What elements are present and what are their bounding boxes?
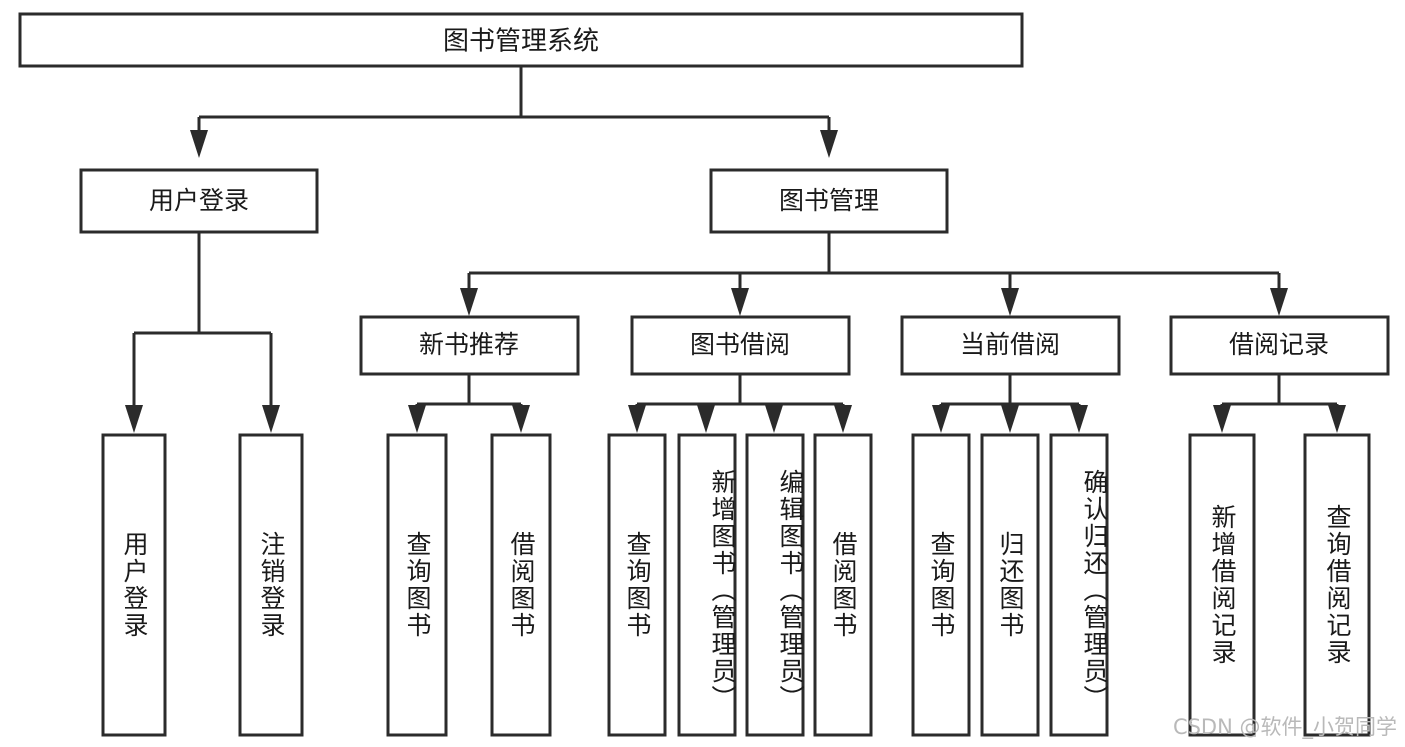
leaf-box-query-book-1[interactable] xyxy=(386,433,448,737)
node-current-borrow-label: 当前借阅 xyxy=(960,330,1060,359)
arrow-borrow-to-leaf1 xyxy=(628,405,646,433)
arrow-record-to-leaf2 xyxy=(1328,405,1346,433)
arrow-books-to-current xyxy=(1001,288,1019,316)
node-user-login-label: 用户登录 xyxy=(149,186,249,215)
arrow-root-to-books xyxy=(820,130,838,158)
arrow-newbook-to-leaf1 xyxy=(408,405,426,433)
arrow-record-to-leaf1 xyxy=(1213,405,1231,433)
arrow-borrow-to-leaf2 xyxy=(697,405,715,433)
leaf-box-borrow-book-1[interactable] xyxy=(490,433,552,737)
node-book-borrow-label: 图书借阅 xyxy=(690,330,790,359)
leaf-box-add-borrow-record[interactable] xyxy=(1188,433,1256,737)
leaf-box-add-book-admin[interactable] xyxy=(677,433,737,737)
arrow-root-to-user xyxy=(190,130,208,158)
arrow-borrow-to-leaf3 xyxy=(765,405,783,433)
arrow-books-to-record xyxy=(1270,288,1288,316)
node-book-management-label: 图书管理 xyxy=(779,186,879,215)
leaf-box-edit-book-admin[interactable] xyxy=(745,433,805,737)
arrow-current-to-leaf2 xyxy=(1001,405,1019,433)
node-new-book-recommend[interactable] xyxy=(359,315,580,376)
node-book-borrow[interactable] xyxy=(630,315,851,376)
node-borrow-record[interactable] xyxy=(1169,315,1390,376)
arrow-user-to-leaf1 xyxy=(125,405,143,433)
leaf-box-query-borrow-record[interactable] xyxy=(1303,433,1371,737)
node-book-management[interactable] xyxy=(709,168,949,234)
arrow-newbook-to-leaf2 xyxy=(512,405,530,433)
node-root-system-label: 图书管理系统 xyxy=(443,27,599,57)
leaf-box-borrow-book-2[interactable] xyxy=(813,433,873,737)
leaf-box-logout[interactable] xyxy=(238,433,304,737)
node-new-book-recommend-label: 新书推荐 xyxy=(419,330,519,359)
arrow-books-to-borrow xyxy=(731,288,749,316)
node-current-borrow[interactable] xyxy=(900,315,1121,376)
arrow-user-to-leaf2 xyxy=(262,405,280,433)
arrow-borrow-to-leaf4 xyxy=(834,405,852,433)
leaf-box-query-book-3[interactable] xyxy=(911,433,971,737)
leaf-box-confirm-return-admin[interactable] xyxy=(1049,433,1109,737)
leaf-box-user-login[interactable] xyxy=(101,433,167,737)
node-root-system[interactable] xyxy=(18,12,1024,68)
arrow-books-to-newbook xyxy=(460,288,478,316)
leaf-box-query-book-2[interactable] xyxy=(607,433,667,737)
arrow-current-to-leaf1 xyxy=(932,405,950,433)
arrow-current-to-leaf3 xyxy=(1070,405,1088,433)
leaf-box-return-book[interactable] xyxy=(980,433,1040,737)
csdn-watermark: CSDN @软件_小贺同学 xyxy=(1172,715,1397,739)
node-borrow-record-label: 借阅记录 xyxy=(1229,330,1329,359)
